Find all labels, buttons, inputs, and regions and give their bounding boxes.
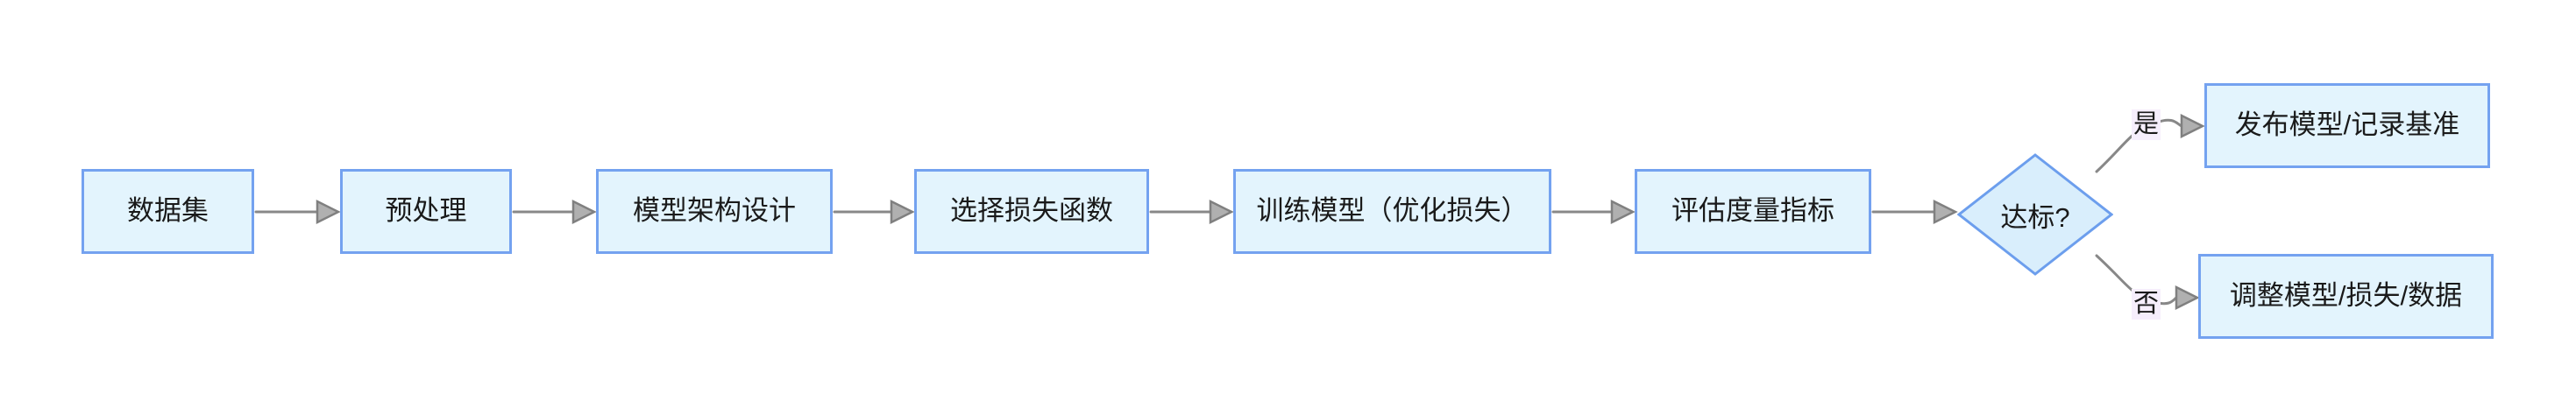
node-preprocess[interactable]: 预处理 <box>340 169 512 254</box>
edge-architecture-to-loss <box>833 199 915 225</box>
node-model-architecture-design[interactable]: 模型架构设计 <box>596 169 833 254</box>
edge-label-no-text: 否 <box>2133 290 2160 318</box>
edge-label-yes: 是 <box>2132 109 2161 140</box>
node-decision-meets-target[interactable]: 达标? <box>1957 153 2113 276</box>
node-select-loss-function-label: 选择损失函数 <box>950 195 1113 227</box>
node-preprocess-label: 预处理 <box>385 195 467 227</box>
node-train-model[interactable]: 训练模型（优化损失） <box>1233 169 1551 254</box>
node-dataset-label: 数据集 <box>127 195 209 227</box>
edge-label-no: 否 <box>2132 289 2161 320</box>
node-adjust-model-label: 调整模型/损失/数据 <box>2229 280 2463 312</box>
node-publish-model-label: 发布模型/记录基准 <box>2234 109 2460 141</box>
node-evaluate-metrics[interactable]: 评估度量指标 <box>1635 169 1871 254</box>
diamond-shape <box>1957 153 2113 276</box>
edge-evaluate-to-decision <box>1871 199 1958 225</box>
node-dataset[interactable]: 数据集 <box>82 169 254 254</box>
edge-train-to-evaluate <box>1551 199 1636 225</box>
edge-label-yes-text: 是 <box>2133 110 2160 138</box>
node-model-architecture-design-label: 模型架构设计 <box>633 195 796 227</box>
edge-loss-to-train <box>1149 199 1234 225</box>
node-evaluate-metrics-label: 评估度量指标 <box>1671 195 1834 227</box>
node-adjust-model[interactable]: 调整模型/损失/数据 <box>2198 254 2494 339</box>
node-publish-model[interactable]: 发布模型/记录基准 <box>2204 83 2490 168</box>
node-train-model-label: 训练模型（优化损失） <box>1256 195 1529 227</box>
edge-dataset-to-preprocess <box>254 199 341 225</box>
edge-preprocess-to-architecture <box>512 199 597 225</box>
node-select-loss-function[interactable]: 选择损失函数 <box>914 169 1149 254</box>
